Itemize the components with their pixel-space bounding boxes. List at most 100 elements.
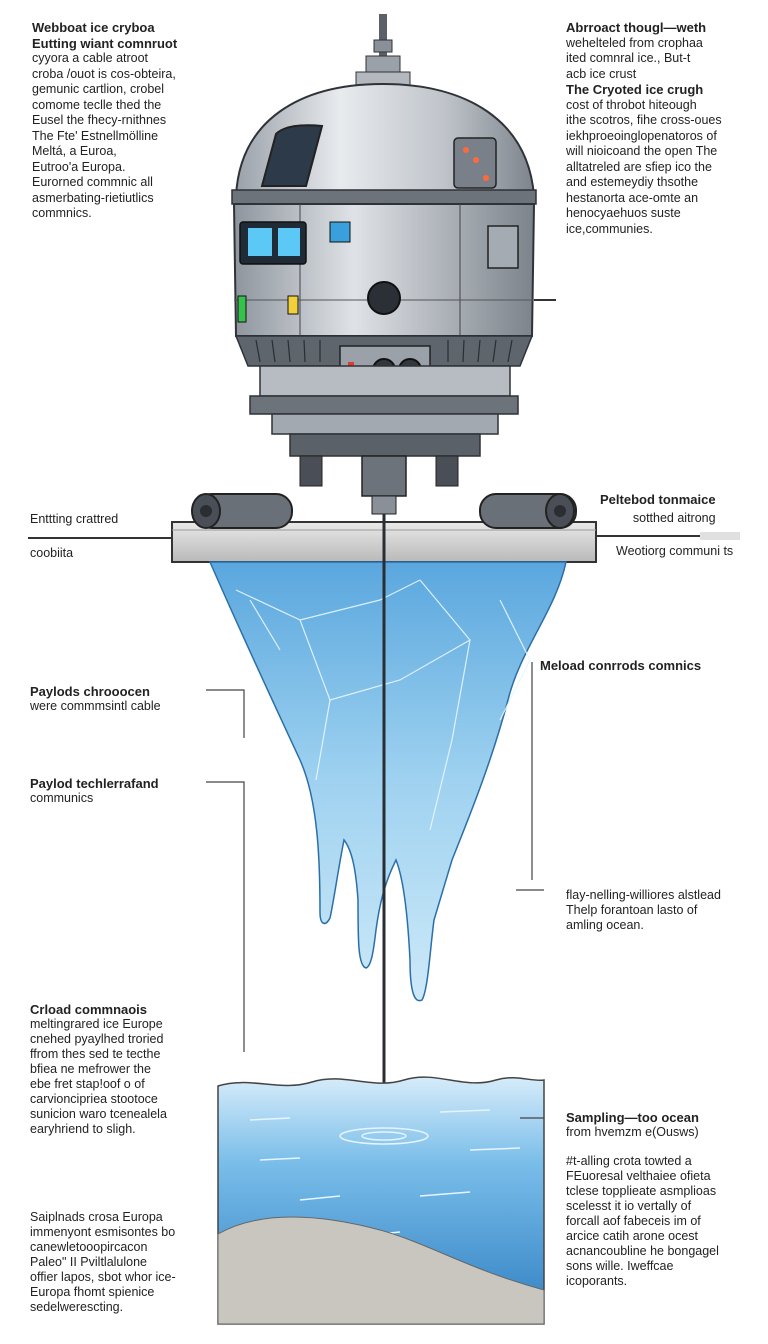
label-line: offier lapos, sbot whor ice- bbox=[30, 1270, 176, 1284]
label-line: carvioncipriea stootoce bbox=[30, 1092, 158, 1106]
indicator-yellow bbox=[287, 295, 299, 315]
seafloor bbox=[217, 1216, 545, 1325]
label-line: tclese topplieate asmplioas bbox=[566, 1184, 717, 1198]
label-line: communics bbox=[30, 791, 94, 805]
intro-left-line: commnics. bbox=[32, 206, 92, 220]
status-light bbox=[463, 147, 469, 153]
dome-rim bbox=[231, 189, 537, 205]
intro-left-line: The Fte' Estnellmölline bbox=[32, 128, 159, 143]
display-screen bbox=[248, 228, 272, 256]
dome-window bbox=[260, 124, 324, 187]
label-heading: Sampling—too ocean bbox=[566, 1110, 699, 1125]
intro-right-line: ithe scotros, fihe cross-oues bbox=[566, 113, 722, 127]
label-crload: Crload commnaois meltingrared ice Europe… bbox=[30, 1002, 167, 1137]
intro-right-line: and estemeydiy thsothe bbox=[566, 175, 699, 189]
intro-left-line: croba /ouot is cos-obteira, bbox=[32, 66, 176, 81]
label-line: Saiplnads crosa Europa bbox=[30, 1210, 163, 1224]
label-line: flay-nelling-williores alstlead bbox=[566, 888, 721, 902]
label-line: meltingrared ice Europe bbox=[30, 1017, 163, 1031]
label-heading: Meload conrrods comnics bbox=[540, 658, 702, 673]
intro-right-line: alltatreled are sfiep ico the bbox=[566, 159, 712, 174]
intro-left-line: Eutting wiant comnruot bbox=[32, 35, 178, 51]
indicator-green bbox=[237, 295, 247, 323]
label-line: sunicion waro tcenealela bbox=[30, 1107, 167, 1121]
intro-left-line: Webboat ice cryboa bbox=[32, 20, 155, 35]
foot-right bbox=[435, 455, 459, 487]
dome-panel bbox=[453, 137, 497, 189]
label-line: sons wille. Iweffcae bbox=[566, 1259, 674, 1273]
intro-right-line: Abrroact thougl—weth bbox=[566, 20, 707, 35]
intro-right-heading: The Cryoted ice crugh bbox=[566, 82, 704, 97]
intro-right-line: wehelteled from crophaa bbox=[566, 35, 703, 50]
side-door bbox=[487, 225, 519, 269]
label-line: FEuoresal velthaiee ofieta bbox=[566, 1169, 711, 1183]
label-line: icoporants. bbox=[566, 1274, 628, 1288]
display-screen bbox=[278, 228, 300, 256]
label-line: cnehed pyaylhed troried bbox=[30, 1032, 164, 1046]
label-line: were commmsintl cable bbox=[30, 699, 161, 713]
label-line: ffrom thes sed te tecthe bbox=[30, 1047, 161, 1061]
leader-lines bbox=[206, 662, 544, 1119]
status-light bbox=[473, 157, 479, 163]
label-line: sotthed aitrong bbox=[632, 511, 716, 525]
intro-right-line: iekhproeoinglopenatoros of bbox=[566, 128, 717, 143]
intro-left: Webboat ice cryboa Eutting wiant comnruo… bbox=[32, 20, 232, 222]
label-entering-left-sub: coobiita bbox=[30, 546, 73, 561]
ocean-ripples bbox=[249, 1109, 521, 1237]
label-line: canewletooopircacon bbox=[30, 1240, 148, 1254]
label-line: acnancoubline he bongagel bbox=[566, 1244, 719, 1258]
intro-left-line: gemunic cartlion, crobel bbox=[32, 82, 165, 96]
label-samplnads: Saiplnads crosa Europa immenyont esmison… bbox=[30, 1210, 176, 1315]
label-entering-left: Enttting crattred bbox=[30, 512, 118, 527]
label-entering-right-sub: Weotiorg communi ts bbox=[616, 544, 733, 559]
ice-crust bbox=[208, 561, 567, 1002]
label-heading: Paylod techlerrafand bbox=[30, 776, 159, 791]
label-payload-2: Paylod techlerrafand communics bbox=[30, 776, 159, 806]
intro-right-line: acb ice crust bbox=[566, 66, 637, 81]
intro-right-line: ited comnral ice., But-t bbox=[566, 51, 691, 65]
label-line: Paleo" II Pviltlalulone bbox=[30, 1255, 148, 1269]
label-line: from hvemzm e(Ousws) bbox=[566, 1125, 699, 1139]
antenna bbox=[355, 14, 411, 87]
ice-facets bbox=[235, 579, 531, 831]
label-line: forcall aof fabeceis im of bbox=[566, 1214, 701, 1228]
intro-right-line: ice,communies. bbox=[566, 221, 653, 236]
label-line: Enttting crattred bbox=[30, 512, 119, 526]
label-line: scelesst it io vertally of bbox=[566, 1199, 692, 1213]
label-line: Thelp forantoan lasto of bbox=[566, 903, 698, 917]
label-line: Weotiorg communi ts bbox=[616, 544, 734, 558]
port-hole bbox=[367, 281, 401, 315]
label-line: coobiita bbox=[30, 546, 74, 560]
label-sampling: Sampling—too ocean from hvemzm e(Ousws) … bbox=[566, 1110, 719, 1289]
label-line: arcice catih arone ocest bbox=[566, 1229, 699, 1243]
label-line: Europa fhomt spienice bbox=[30, 1285, 155, 1299]
intro-left-line: Eusel the fhecy-rnithnes bbox=[32, 113, 167, 127]
intro-left-line: Eutroo'a Europa. bbox=[32, 159, 126, 174]
intro-right-line: cost of throbot hiteough bbox=[566, 97, 697, 112]
roller-left bbox=[191, 493, 293, 529]
drill-head bbox=[361, 455, 407, 497]
label-line: bfiea ne mefrower the bbox=[30, 1062, 151, 1076]
foot-left bbox=[299, 455, 323, 487]
roller-right bbox=[479, 493, 577, 529]
label-line: amling ocean. bbox=[566, 918, 644, 932]
label-line: earyhriend to sligh. bbox=[30, 1122, 136, 1136]
intro-left-line: Eurorned commnic all bbox=[32, 175, 153, 189]
intro-right-line: henocyaehuos suste bbox=[566, 206, 681, 220]
intro-left-line: asmerbating-rietiutlics bbox=[32, 190, 154, 205]
intro-right-line: will nioicoand the open The bbox=[566, 144, 718, 158]
intro-left-line: cyyora a cable atroot bbox=[32, 51, 149, 65]
small-screen bbox=[329, 221, 351, 243]
intro-left-line: comome teclle thed the bbox=[32, 97, 162, 112]
label-meload: Meload conrrods comnics bbox=[540, 658, 701, 673]
label-line: ebe fret stap!oof o of bbox=[30, 1077, 145, 1091]
label-line: sedelwerescting. bbox=[30, 1300, 124, 1314]
label-line: immenyont esmisontes bo bbox=[30, 1225, 176, 1239]
label-entering-right: Peltebod tonmaice sotthed aitrong bbox=[600, 492, 716, 526]
label-heading: Paylods chrooocen bbox=[30, 684, 150, 699]
status-light bbox=[483, 175, 489, 181]
intro-left-line: Meltá, a Euroa, bbox=[32, 144, 117, 158]
base-housing-lower bbox=[249, 395, 519, 415]
label-payload-1: Paylods chrooocen were commmsintl cable bbox=[30, 684, 161, 714]
